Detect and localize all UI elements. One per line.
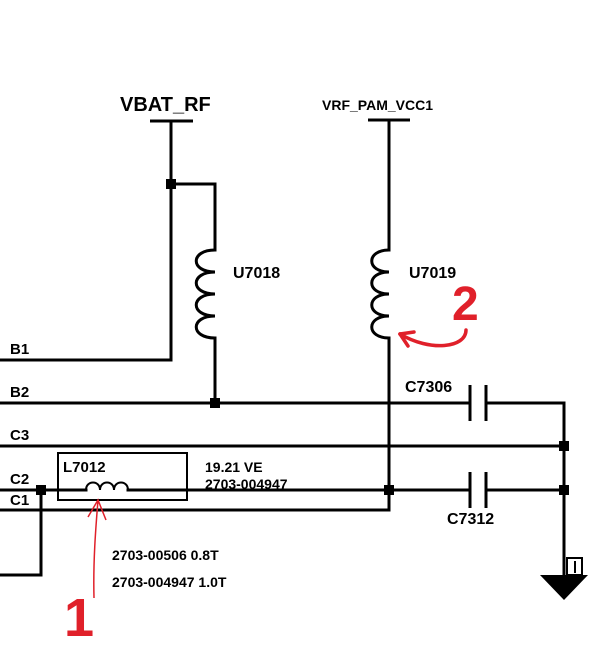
l7012-part-number: 2703-004947 [205, 476, 288, 492]
ground-symbol-icon [540, 557, 588, 600]
label-u7018: U7018 [233, 265, 280, 282]
net-label-vrf-pam-vcc1: VRF_PAM_VCC1 [322, 97, 433, 113]
capacitor-icon-c7312 [468, 472, 488, 508]
net-label-vbat-rf: VBAT_RF [120, 94, 211, 116]
net-label-c2: C2 [10, 471, 29, 488]
inductor-coil-icon-u7019 [370, 248, 390, 340]
junction-dot [384, 485, 394, 495]
junction-dot [166, 179, 176, 189]
inductor-coil-icon-l7012 [85, 481, 129, 491]
net-label-c3: C3 [10, 427, 29, 444]
label-c7306: C7306 [405, 379, 452, 396]
annotation-marker-1: 1 [64, 588, 94, 648]
alt-part-note-2: 2703-004947 1.0T [112, 574, 227, 590]
annotation-arrow-1 [87, 498, 107, 599]
junction-dot [36, 485, 46, 495]
inductor-coil-icon-u7018 [194, 248, 216, 340]
junction-dot [559, 441, 569, 451]
net-label-b2: B2 [10, 384, 29, 401]
alt-part-note-1: 2703-00506 0.8T [112, 547, 219, 563]
net-label-b1: B1 [10, 341, 29, 358]
label-l7012: L7012 [63, 459, 106, 476]
junction-dot [559, 485, 569, 495]
junction-dots [36, 179, 569, 495]
label-u7019: U7019 [409, 265, 456, 282]
annotation-arrow-2 [398, 328, 468, 348]
l7012-footprint-box [57, 452, 188, 501]
annotation-marker-2: 2 [452, 278, 479, 331]
label-c7312: C7312 [447, 511, 494, 528]
net-label-c1: C1 [10, 492, 29, 509]
junction-dot [210, 398, 220, 408]
capacitor-icon-c7306 [468, 385, 488, 421]
wires [0, 118, 566, 577]
l7012-value: 19.21 VE [205, 459, 263, 475]
